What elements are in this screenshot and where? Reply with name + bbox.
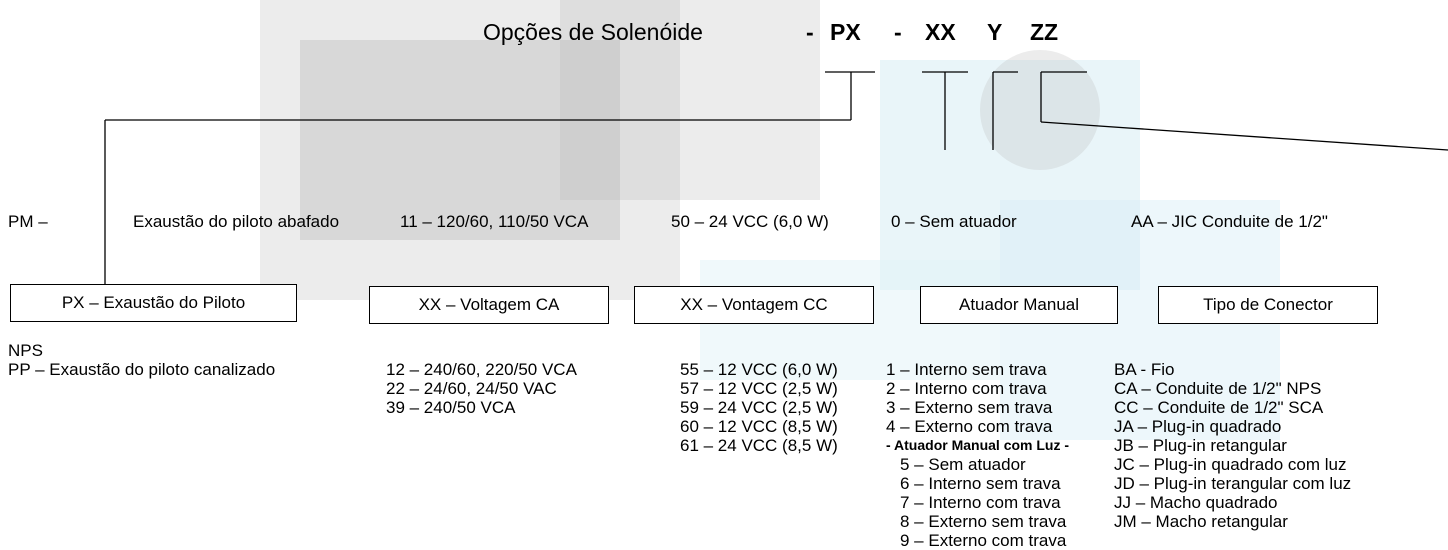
ac-options-list: 12 – 240/60, 220/50 VCA 22 – 24/60, 24/5…	[386, 360, 577, 417]
list-item: JA – Plug-in quadrado	[1114, 417, 1282, 436]
box-px-pilot-exhaust: PX – Exaustão do Piloto	[10, 284, 297, 322]
list-item: 12 – 240/60, 220/50 VCA	[386, 360, 577, 379]
list-item: 2 – Interno com trava	[886, 379, 1047, 398]
list-item: CC – Conduite de 1/2" SCA	[1114, 398, 1324, 417]
list-item: 55 – 12 VCC (6,0 W)	[680, 360, 838, 379]
ac-default: 11 – 120/60, 110/50 VCA	[400, 212, 589, 231]
connector-options-list: BA - Fio CA – Conduite de 1/2" NPS CC – …	[1114, 360, 1351, 531]
list-item: 59 – 24 VCC (2,5 W)	[680, 398, 838, 417]
list-item: 6 – Interno sem trava	[900, 474, 1061, 493]
list-item: 9 – Externo com trava	[900, 531, 1067, 550]
code-xx: XX	[925, 19, 956, 45]
list-item: CA – Conduite de 1/2" NPS	[1114, 379, 1322, 398]
code-dash-1: -	[806, 19, 814, 45]
list-item: BA - Fio	[1114, 360, 1175, 379]
pp-description: PP – Exaustão do piloto canalizado	[8, 360, 276, 379]
list-item: JD – Plug-in terangular com luz	[1114, 474, 1352, 493]
list-item: 4 – Externo com trava	[886, 417, 1053, 436]
box-manual-actuator: Atuador Manual	[920, 286, 1118, 324]
list-item: JB – Plug-in retangular	[1114, 436, 1287, 455]
connector-lines	[104, 71, 1448, 303]
list-item: 7 – Interno com trava	[900, 493, 1061, 512]
list-item: JC – Plug-in quadrado com luz	[1114, 455, 1347, 474]
list-item: 5 – Sem atuador	[900, 455, 1026, 474]
code-dash-2: -	[894, 19, 902, 45]
connector-default: AA – JIC Conduite de 1/2"	[1131, 212, 1328, 231]
list-item: 3 – Externo sem trava	[886, 398, 1053, 417]
dc-default: 50 – 24 VCC (6,0 W)	[671, 212, 829, 231]
list-item: 57 – 12 VCC (2,5 W)	[680, 379, 838, 398]
nps-label: NPS	[8, 341, 43, 360]
page-title: Opções de Solenóide	[483, 19, 703, 45]
dc-options-list: 55 – 12 VCC (6,0 W) 57 – 12 VCC (2,5 W) …	[680, 360, 838, 455]
pm-label: PM –	[8, 212, 48, 231]
box-connector-type: Tipo de Conector	[1158, 286, 1378, 324]
list-item: 22 – 24/60, 24/50 VAC	[386, 379, 557, 398]
code-zz: ZZ	[1030, 19, 1059, 45]
code-y: Y	[987, 19, 1003, 45]
code-px: PX	[830, 19, 861, 45]
list-item: 1 – Interno sem trava	[886, 360, 1047, 379]
list-item: 61 – 24 VCC (8,5 W)	[680, 436, 838, 455]
box-ac-voltage: XX – Voltagem CA	[369, 286, 609, 324]
list-item: JJ – Macho quadrado	[1114, 493, 1278, 512]
box-dc-voltage: XX – Vontagem CC	[634, 286, 874, 324]
pm-description: Exaustão do piloto abafado	[133, 212, 340, 231]
actuator-light-heading: - Atuador Manual com Luz -	[886, 437, 1070, 453]
list-item: 60 – 12 VCC (8,5 W)	[680, 417, 838, 436]
actuator-default: 0 – Sem atuador	[891, 212, 1017, 231]
list-item: 39 – 240/50 VCA	[386, 398, 516, 417]
